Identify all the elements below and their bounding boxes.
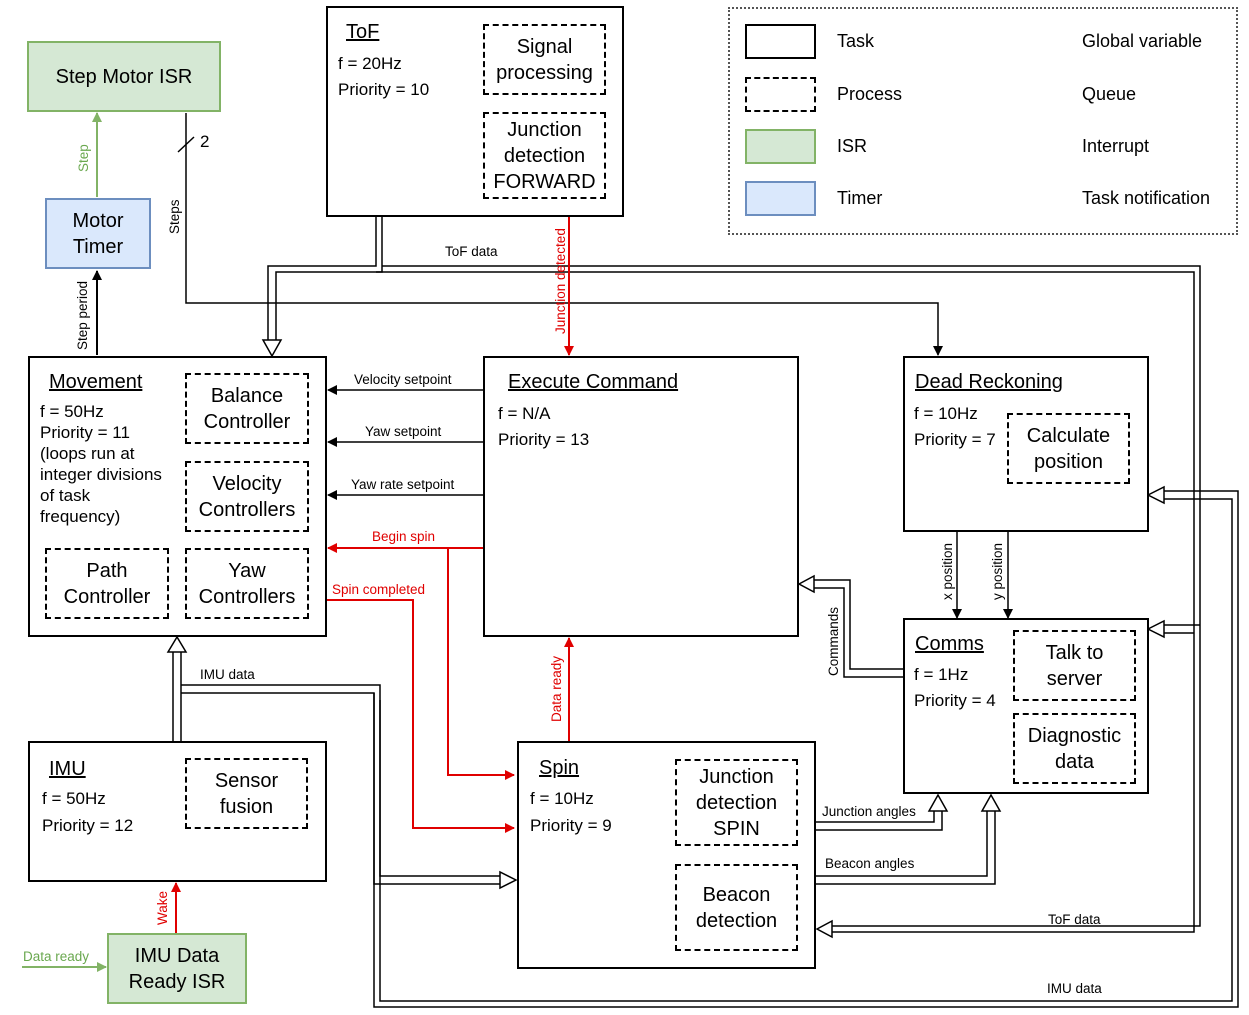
legend-timer-label: Timer	[837, 188, 883, 208]
data-ready-spin-label: Data ready	[549, 655, 564, 722]
beacon-detection-process: Beacon detection	[675, 864, 798, 951]
velocity-setpoint-label: Velocity setpoint	[354, 372, 452, 387]
junction-detection-spin-process: Junction detection SPIN	[675, 759, 798, 846]
sensor-fusion-process: Sensor fusion	[185, 758, 308, 829]
wake-label: Wake	[155, 890, 170, 925]
beacon-angles-queue	[816, 793, 1002, 885]
talk-to-server-process: Talk to server	[1013, 630, 1136, 701]
movement-title: Movement	[49, 371, 143, 393]
yaw-setpoint-label: Yaw setpoint	[365, 424, 442, 439]
legend-task-swatch	[745, 24, 816, 59]
calculate-position-process: Calculate position	[1007, 413, 1130, 484]
tof-to-movement-queue	[261, 217, 383, 358]
imu-data-ready-isr: IMU Data Ready ISR	[107, 933, 247, 1004]
bus-width-label: 2	[200, 132, 210, 151]
legend-task-notification-label: Task notification	[1082, 188, 1211, 208]
legend-isr-swatch	[745, 129, 816, 164]
imu-to-movement-queue	[166, 635, 188, 741]
spin-completed-arrow	[326, 599, 515, 833]
legend-interrupt-label: Interrupt	[1082, 136, 1150, 156]
velocity-controllers-process: Velocity Controllers	[185, 461, 309, 532]
junction-detected-label: Junction detected	[553, 228, 568, 334]
junction-angles-queue	[816, 793, 949, 831]
commands-label: Commands	[826, 606, 841, 676]
motor-timer: Motor Timer	[45, 198, 151, 269]
step-motor-isr: Step Motor ISR	[27, 41, 221, 112]
tof-data-bus	[376, 265, 1201, 939]
legend-timer-swatch	[745, 181, 816, 216]
execute-command-task	[483, 356, 799, 637]
tof-data-top-label: ToF data	[445, 244, 498, 259]
yaw-controllers-process: Yaw Controllers	[185, 548, 309, 619]
imu-data-bus	[181, 490, 1239, 1008]
legend-process-swatch	[745, 77, 816, 112]
step-period-label: Step period	[75, 280, 90, 350]
tof-priority: Priority = 10	[338, 80, 430, 99]
comms-frequency: f = 1Hz	[914, 665, 969, 684]
spin-priority: Priority = 9	[530, 816, 612, 835]
begin-spin-to-spin	[447, 548, 515, 780]
begin-spin-label: Begin spin	[372, 529, 436, 544]
tof-title: ToF	[346, 21, 380, 43]
yaw-rate-setpoint-label: Yaw rate setpoint	[351, 477, 455, 492]
bus-slash	[177, 136, 195, 153]
legend-process-label: Process	[837, 84, 903, 104]
dead-reckoning-title: Dead Reckoning	[915, 371, 1063, 393]
spin-title: Spin	[539, 757, 580, 779]
legend-task-label: Task	[837, 31, 875, 51]
legend-isr-label: ISR	[837, 136, 868, 156]
dead-reckoning-priority: Priority = 7	[914, 430, 996, 449]
imu-data-ready-label: Data ready	[23, 949, 90, 964]
movement-details: f = 50Hz Priority = 11 (loops run at int…	[40, 402, 162, 526]
execute-command-frequency: f = N/A	[498, 404, 551, 423]
legend-queue-label: Queue	[1082, 84, 1137, 104]
steps-line	[185, 113, 943, 356]
comms-title: Comms	[915, 633, 984, 655]
balance-controller-process: Balance Controller	[185, 373, 309, 444]
imu-data-top-label: IMU data	[200, 667, 255, 682]
execute-command-priority: Priority = 13	[498, 430, 590, 449]
imu-title: IMU	[49, 758, 86, 780]
y-position-label: y position	[990, 542, 1005, 600]
x-position-label: x position	[940, 542, 955, 600]
commands-queue	[797, 574, 903, 678]
signal-processing-process: Signal processing	[483, 24, 606, 95]
junction-angles-label: Junction angles	[822, 804, 916, 819]
imu-frequency: f = 50Hz	[42, 789, 106, 808]
junction-detection-forward-process: Junction detection FORWARD	[483, 112, 606, 199]
path-controller-process: Path Controller	[45, 548, 169, 619]
spin-completed-label: Spin completed	[332, 582, 426, 597]
beacon-angles-label: Beacon angles	[825, 856, 915, 871]
comms-priority: Priority = 4	[914, 691, 996, 710]
tof-frequency: f = 20Hz	[338, 54, 402, 73]
imu-priority: Priority = 12	[42, 816, 134, 835]
step-label: Step	[76, 144, 91, 172]
dead-reckoning-frequency: f = 10Hz	[914, 404, 978, 423]
spin-frequency: f = 10Hz	[530, 789, 594, 808]
diagnostic-data-process: Diagnostic data	[1013, 713, 1136, 784]
steps-label: Steps	[167, 199, 182, 234]
tof-data-bottom-label: ToF data	[1048, 912, 1101, 927]
imu-data-bottom-label: IMU data	[1047, 981, 1102, 996]
legend-global-variable-label: Global variable	[1082, 31, 1203, 51]
execute-command-title: Execute Command	[508, 371, 679, 393]
